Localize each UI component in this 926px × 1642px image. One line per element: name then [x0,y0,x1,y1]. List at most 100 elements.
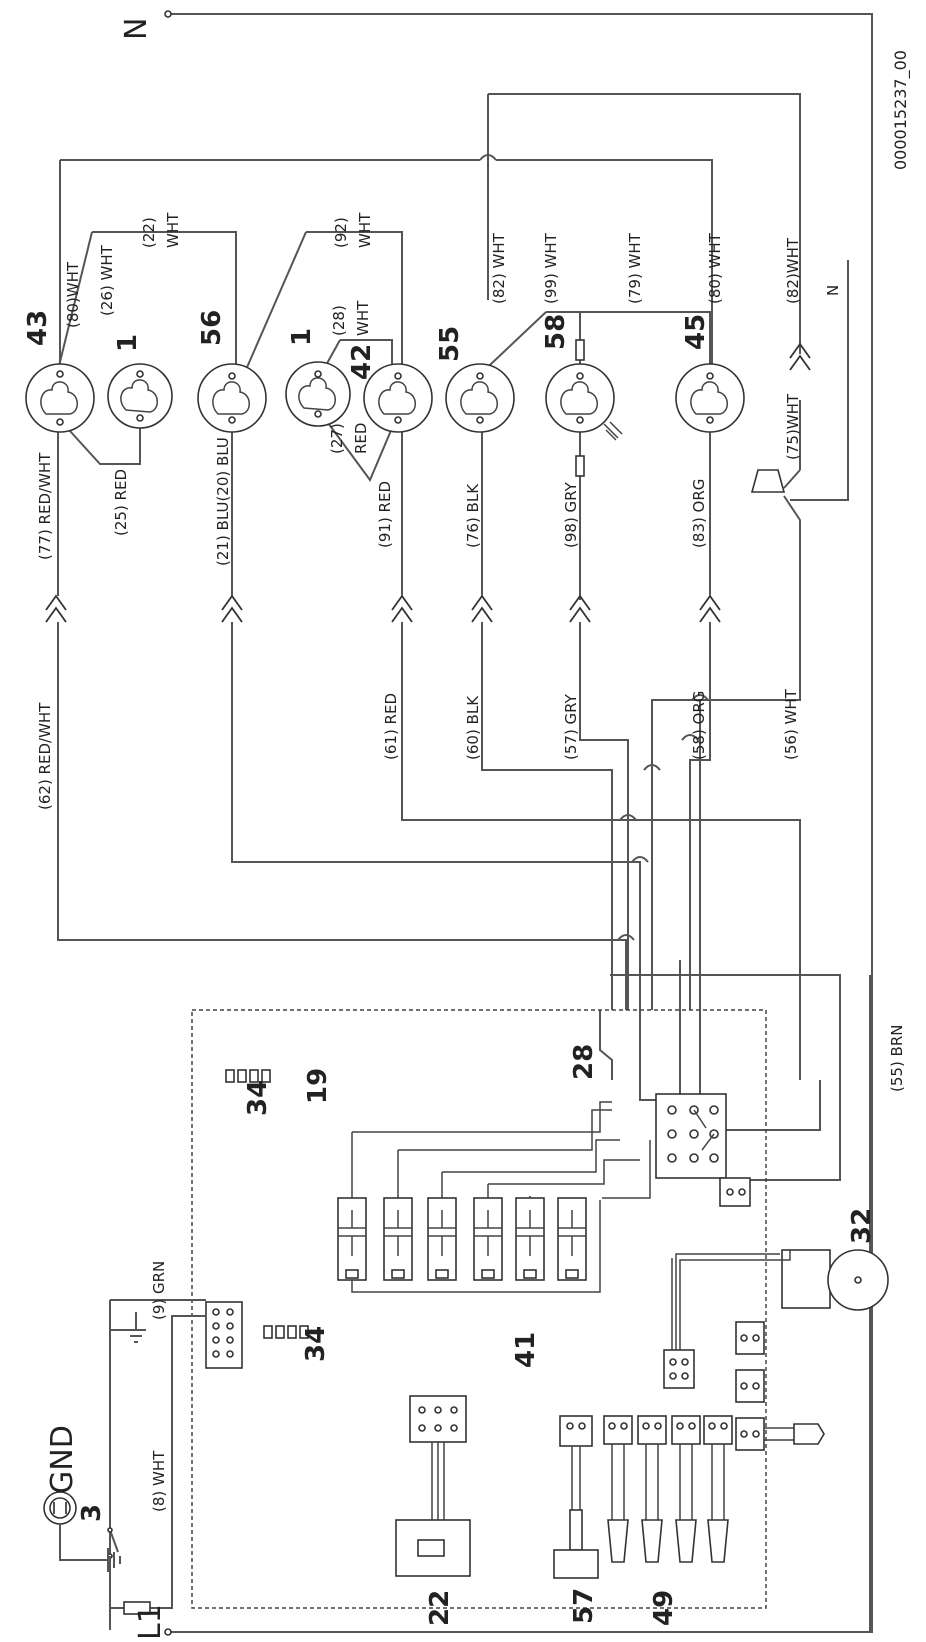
component-55-label: 55 [435,326,465,362]
wire-label-58: (58) ORG [690,691,708,760]
timer-motor-leads [671,1250,791,1350]
ground-switch [109,1500,119,1553]
plug-60 [471,594,493,623]
chassis-ground-symbol [126,1312,146,1343]
neutral-label: N [119,18,154,40]
plug-21 [221,594,243,623]
wire-label-22: (22) [140,217,158,248]
selector-switch [655,1093,727,1179]
wiring [45,10,873,1636]
wire-label-28: (28) [330,305,348,336]
neutral-and-line-rail [168,13,873,1633]
wire-crossover [479,154,497,161]
wire-label-57: (57) GRY [562,693,580,760]
wire-label-83: (83) ORG [690,479,708,548]
wire-label-79: (79) WHT [626,232,644,304]
wire-92-wht [306,231,403,380]
indicator-row-top [225,1069,271,1083]
heater-elements [603,1415,733,1563]
ground-label: GND [45,1425,80,1494]
connector-58 [545,363,623,441]
component-28-label: 28 [569,1044,599,1080]
splice-leads [783,469,801,540]
component-34-top-label: 34 [243,1080,273,1116]
wire-label-62: (62) RED/WHT [36,702,54,810]
wire-57-gry [579,622,629,1010]
relay [427,1197,457,1281]
connector-1-middle [285,361,351,427]
resistor-bottom [575,455,585,477]
ground-circuit [43,1299,206,1630]
timer-motor-shaft [854,1276,862,1284]
relay [337,1197,367,1281]
component-45-label: 45 [681,314,711,350]
line-label: L1 [133,1604,168,1640]
relay [383,1197,413,1281]
component-41-label: 41 [511,1332,541,1368]
terminal-strip [735,1321,825,1451]
relay [515,1197,545,1281]
wire-label-75: (75)WHT [784,393,802,460]
wire-26-wht [57,231,93,371]
component-57-label: 57 [569,1588,599,1624]
line-terminal [164,1628,172,1636]
document-id: 000015237_00 [891,50,911,170]
wire-label-92: (92) [332,217,350,248]
labels: N L1 GND 000015237_00 43 1 56 1 42 55 58… [23,18,911,1640]
heater-element [703,1415,733,1563]
wire-25-red [59,412,141,465]
small-connector [719,1177,751,1207]
component-56-label: 56 [197,310,227,346]
plug-57 [569,594,591,623]
wire-label-56: (56) WHT [782,688,800,760]
wire-label-25: (25) RED [112,469,130,536]
connector-1-top [107,363,173,429]
connector-42 [363,363,433,433]
sensor-probe [569,1509,583,1551]
wire-label-8: (8) WHT [150,1450,168,1512]
wire-label-27: (27) [328,423,346,454]
wire-21-blu [231,420,641,1010]
wire-62-red-wht [57,430,627,1010]
wire-label-n: N [824,285,842,296]
component-3-label: 3 [77,1504,107,1522]
plug-58 [699,594,721,623]
selector-switch-links [693,1109,715,1151]
component-1-middle-label: 1 [287,328,317,346]
component-19-label: 19 [303,1068,333,1104]
wire-58-org [651,432,711,1010]
heater-element [637,1415,667,1563]
thermostat-probe [793,1423,825,1445]
thermal-fuse [123,1601,151,1615]
wire-label-82a: (82) WHT [490,232,508,304]
wire-label-27-red: RED [352,423,370,454]
connector-56 [197,363,267,433]
selector-switch-contacts [667,1105,719,1163]
wire-55-brn-link [610,974,841,1181]
terminal-lead [764,1427,794,1441]
fuse-leads [109,1440,173,1609]
indicator-row-bottom [263,1325,309,1339]
wire-label-22-wht: WHT [164,212,182,248]
relay-harness [351,1101,651,1200]
component-32-label: 32 [847,1208,877,1244]
wire-61-red [401,420,801,1080]
wire-22-wht [92,231,237,380]
wire-label-9: (9) GRN [150,1261,168,1320]
wire-label-80a: (80)WHT [64,261,82,328]
wire-label-28-wht: WHT [354,300,372,336]
component-22-label: 22 [425,1590,455,1626]
relay [557,1197,587,1281]
crossover-humps [617,694,709,941]
plug-75 [789,342,811,371]
main-connector [205,1301,243,1369]
component-1-top-label: 1 [113,334,143,352]
wire-label-55: (55) BRN [888,1025,906,1093]
wire-splice [750,469,786,493]
earth-ground-icon [59,1524,121,1572]
wire-label-92-wht: WHT [356,212,374,248]
connector-55 [445,363,515,433]
wire-to-28 [599,1010,613,1080]
door-switch [395,1395,471,1577]
